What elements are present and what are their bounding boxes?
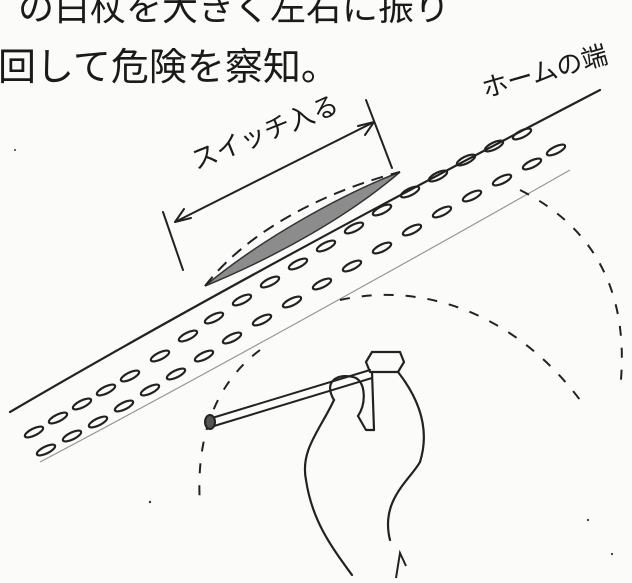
tactile-paving-row-2 [35,143,567,457]
pencil-dots [14,149,614,556]
paving-inner-edge [39,169,571,463]
tactile-paving-row-1 [23,127,533,439]
caption-line-1: の白杖を大きく左右に振り [18,0,450,29]
detection-zone-upper-dash [204,171,401,287]
caption-line-2: 回して危険を察知。 [0,45,339,89]
detection-zone [204,171,401,287]
switch-in-label: スイッチ入る [187,90,343,176]
switch-range-arrow [162,99,393,271]
person-figure [303,350,425,577]
white-cane [204,369,373,430]
platform-edge-line [8,88,602,414]
cane-sweep-arc-middle [339,293,581,401]
direction-mark [395,549,407,579]
cane-sweep-arc-outer [519,189,623,391]
